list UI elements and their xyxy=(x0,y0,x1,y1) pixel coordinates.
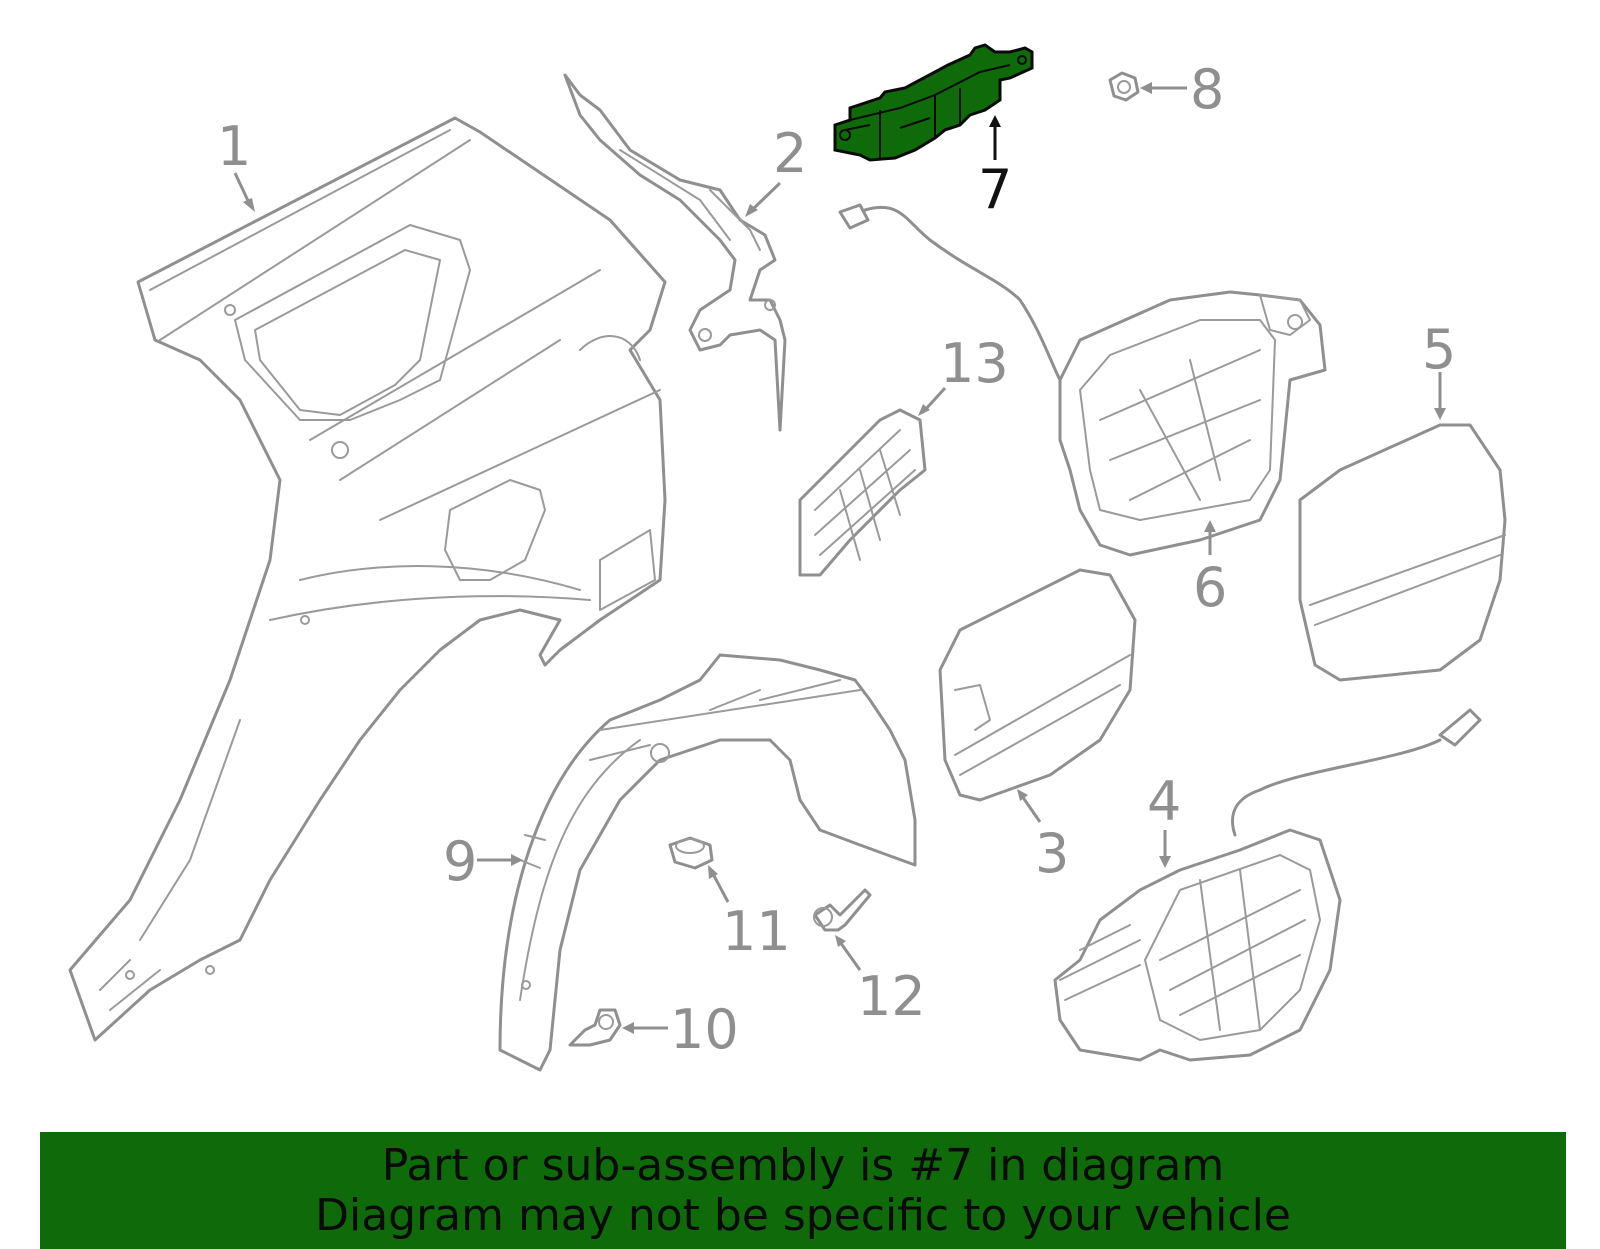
callout-10: 10 xyxy=(670,998,739,1061)
exploded-parts-diagram: 1 2 7 8 13 5 6 3 4 9 11 12 10 xyxy=(68,43,1507,1072)
info-banner: Part or sub-assembly is #7 in diagram Di… xyxy=(40,1132,1566,1249)
callout-12: 12 xyxy=(857,965,926,1028)
callout-3: 3 xyxy=(1035,822,1069,885)
callout-4: 4 xyxy=(1147,770,1181,833)
callout-2: 2 xyxy=(773,122,807,185)
part-11-grommet[interactable] xyxy=(668,836,714,870)
callout-6: 6 xyxy=(1193,556,1227,619)
part-1-quarter-panel[interactable] xyxy=(68,116,667,1042)
callout-lines xyxy=(233,82,1446,1034)
callout-labels: 1 2 7 8 13 5 6 3 4 9 11 12 10 xyxy=(217,58,1456,1061)
callout-13: 13 xyxy=(940,332,1009,395)
callout-7: 7 xyxy=(978,158,1012,221)
part-6-fuel-door-housing[interactable] xyxy=(838,203,1327,557)
part-7-highlighted[interactable] xyxy=(833,43,1034,162)
part-12-screw[interactable] xyxy=(813,888,872,932)
part-8-nut[interactable] xyxy=(1108,71,1140,102)
banner-line-2: Diagram may not be specific to your vehi… xyxy=(315,1189,1291,1241)
callout-9: 9 xyxy=(443,830,477,893)
part-4-fuel-filler-housing[interactable] xyxy=(1053,708,1482,1062)
part-3-fuel-door-panel[interactable] xyxy=(938,568,1137,802)
part-10-clip[interactable] xyxy=(568,1008,622,1047)
callout-1: 1 xyxy=(217,115,251,178)
part-13-vent-grille[interactable] xyxy=(798,408,927,577)
callout-11: 11 xyxy=(722,900,791,963)
callout-5: 5 xyxy=(1422,318,1456,381)
part-9-wheel-liner[interactable] xyxy=(498,653,917,1072)
callout-8: 8 xyxy=(1190,58,1224,121)
banner-line-1: Part or sub-assembly is #7 in diagram xyxy=(381,1139,1225,1191)
part-2-filler-bracket[interactable] xyxy=(563,73,787,432)
part-5-fuel-door[interactable] xyxy=(1298,423,1507,682)
